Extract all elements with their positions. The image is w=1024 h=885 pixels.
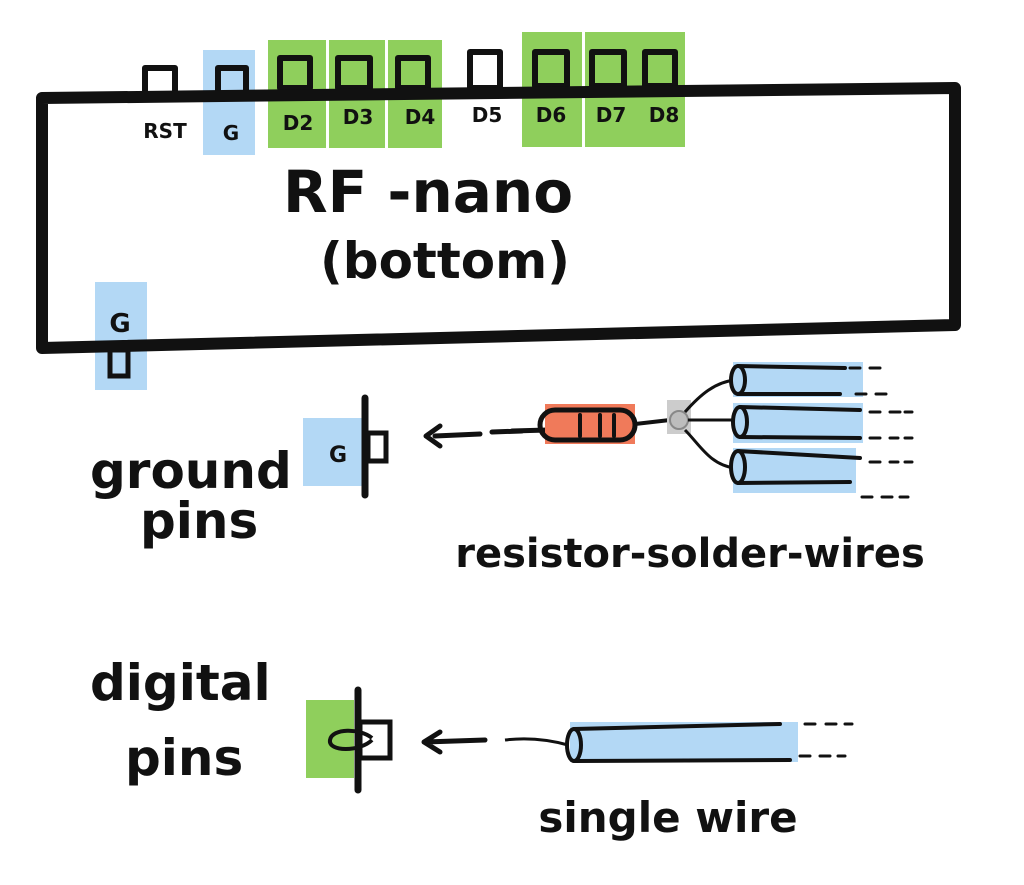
side-pin-g [107,347,131,379]
wire-dashes [848,366,914,499]
wire-outlines [736,364,862,485]
pin-d2 [277,55,313,91]
digital-wire-caption: single wire [538,793,797,842]
digital-wire-loop-icon [328,728,374,751]
pin-label-d2: D2 [283,111,314,135]
top-pin-labels: RST G D2 D3 D4 D5 D6 D7 D8 [143,103,679,145]
pin-label-d3: D3 [343,105,374,129]
ground-wires [729,362,914,499]
side-pin-highlight-g [95,282,147,390]
digital-lead [504,737,569,747]
ground-arrow-icon [423,423,551,449]
resistor-bands [578,413,616,438]
pin-label-d4: D4 [405,105,436,129]
board-subtitle: (bottom) [320,232,570,290]
pin-label-rst: RST [143,119,187,143]
digital-arrow-icon [421,729,488,755]
ground-caption-line2: pins [140,492,258,550]
ground-pin-highlight [303,418,365,486]
pin-d6 [532,49,570,89]
wire-fanout [683,378,737,470]
resistor-icon [537,407,638,443]
digital-caption-line1: digital [90,654,271,712]
resistor-lead [634,418,671,426]
solder-joint-icon [669,410,689,430]
ground-caption-line1: ground [90,442,292,500]
pin-label-g: G [223,121,239,145]
digital-caption-line2: pins [125,729,243,787]
digital-section: digital pins single wire [90,654,854,842]
pin-label-d6: D6 [536,103,567,127]
ground-pin-label: G [329,443,347,468]
single-wire-dashes [798,722,854,758]
side-pin-label-g: G [109,309,130,339]
ground-pin [365,430,389,464]
board-title: RF -nano [283,158,573,226]
pin-label-d7: D7 [596,103,627,127]
pin-label-d8: D8 [649,103,680,127]
ground-section: ground pins G resistor-solder- [90,362,925,577]
pin-d3 [335,55,373,91]
pin-label-d5: D5 [472,103,503,127]
pin-d5 [467,49,503,91]
board-outline [36,82,961,354]
ground-wire-caption: resistor-solder-wires [455,531,925,577]
single-wire-outline [572,722,792,763]
digital-pin [357,719,393,761]
